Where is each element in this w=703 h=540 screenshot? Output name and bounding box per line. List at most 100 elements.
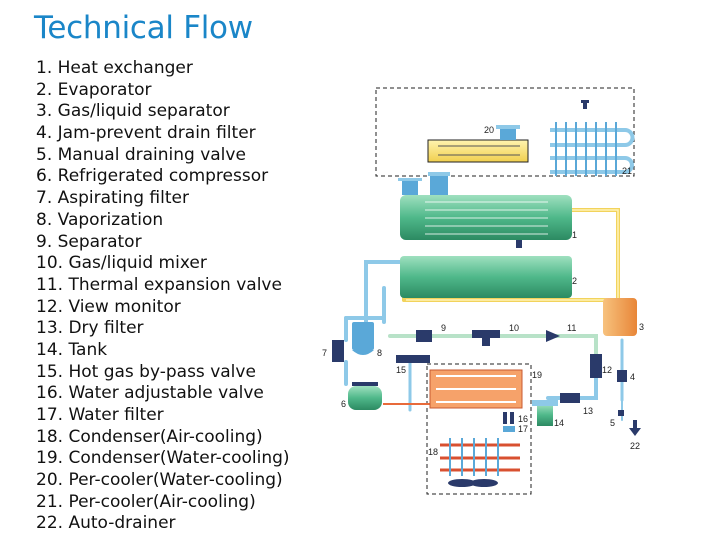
- label-15: 15: [396, 365, 406, 375]
- legend-item-label: Auto-drainer: [68, 513, 176, 534]
- label-12: 12: [602, 365, 612, 375]
- refrigerated-compressor: [348, 382, 382, 410]
- label-3: 3: [639, 322, 644, 332]
- label-4: 4: [630, 372, 635, 382]
- legend-item-label: Water filter: [68, 405, 164, 425]
- legend-item-label: Refrigerated compressor: [57, 166, 269, 187]
- label-8: 8: [377, 348, 382, 358]
- label-9: 9: [441, 323, 446, 333]
- legend-item-number: 8: [36, 209, 47, 230]
- legend-item: 13. Dry filter: [36, 318, 144, 339]
- label-10: 10: [509, 323, 519, 333]
- legend-item-number: 20: [36, 470, 58, 491]
- water-adjustable-valve: [503, 412, 514, 424]
- legend-item-number: 10: [36, 253, 58, 274]
- legend-item-label: Gas/liquid separator: [57, 101, 230, 122]
- legend-item-number: 22: [36, 513, 58, 534]
- legend-item-number: 3: [36, 101, 47, 122]
- hot-gas-bypass-valve: [396, 355, 430, 363]
- condenser-air-cooling: [448, 438, 499, 487]
- legend-item-number: 5: [36, 144, 47, 165]
- aspirating-filter: [332, 340, 344, 362]
- legend-item: 12. View monitor: [36, 296, 181, 317]
- label-6: 6: [341, 399, 346, 409]
- legend-item-label: Manual draining valve: [57, 144, 246, 165]
- legend-item-number: 12: [36, 296, 58, 317]
- page-title: Technical Flow: [34, 10, 253, 46]
- legend-item-label: Hot gas by-pass valve: [68, 361, 256, 382]
- legend-item: 5. Manual draining valve: [36, 144, 246, 165]
- legend-item: 6. Refrigerated compressor: [36, 166, 269, 187]
- label-20: 20: [484, 125, 494, 135]
- label-2: 2: [572, 276, 577, 286]
- label-16: 16: [518, 414, 528, 424]
- dry-filter: [560, 393, 580, 403]
- legend-item-number: 6: [36, 166, 47, 187]
- legend-item-label: Per-cooler(Water-cooling): [68, 470, 283, 491]
- label-7: 7: [322, 348, 327, 358]
- legend-item-label: Per-cooler(Air-cooling): [68, 491, 256, 512]
- water-filter: [503, 426, 515, 432]
- label-11: 11: [567, 323, 576, 333]
- legend-item: 17. Water filter: [36, 405, 164, 425]
- legend-item: 18. Condenser(Air-cooling): [36, 426, 263, 447]
- gas-liquid-mixer: [472, 330, 500, 346]
- condenser-enclosure: [426, 363, 532, 495]
- legend-item-label: View monitor: [68, 296, 181, 317]
- legend-item: 8. Vaporization: [36, 209, 164, 230]
- legend-item-number: 7: [36, 188, 47, 209]
- tank: [532, 400, 558, 426]
- label-13: 13: [583, 406, 593, 416]
- legend-item-number: 18: [36, 426, 58, 447]
- gas-liquid-separator: [603, 298, 637, 336]
- legend-item: 2. Evaporator: [36, 79, 152, 100]
- drain-fittings: [617, 370, 641, 436]
- legend-item: 20. Per-cooler(Water-cooling): [36, 470, 283, 491]
- heat-exchanger: [398, 172, 572, 248]
- legend-item-label: Separator: [57, 231, 142, 252]
- legend-item-number: 17: [36, 405, 58, 425]
- evaporator: [400, 256, 572, 298]
- legend-item-label: Water adjustable valve: [68, 383, 264, 404]
- legend-item: 3. Gas/liquid separator: [36, 101, 230, 122]
- legend-item-label: Jam-prevent drain filter: [57, 123, 256, 144]
- legend-item-number: 9: [36, 231, 47, 252]
- legend-item-number: 19: [36, 448, 58, 469]
- legend-item-label: Heat exchanger: [57, 58, 193, 78]
- legend-item-label: Dry filter: [68, 318, 144, 339]
- legend-item: 16. Water adjustable valve: [36, 383, 264, 404]
- view-monitor: [590, 354, 602, 378]
- legend-item-label: Vaporization: [57, 209, 164, 230]
- per-cooler-air-cooling: [550, 100, 635, 176]
- legend-item-number: 1: [36, 58, 47, 78]
- legend-item: 10. Gas/liquid mixer: [36, 253, 207, 274]
- legend-item: 15. Hot gas by-pass valve: [36, 361, 256, 382]
- legend-item-label: Thermal expansion valve: [68, 274, 282, 295]
- water-pipes: [344, 260, 624, 421]
- legend-item-number: 2: [36, 79, 47, 100]
- legend-item: 1. Heat exchanger: [36, 58, 193, 78]
- legend-item-label: Evaporator: [57, 79, 152, 100]
- legend-item-label: Tank: [68, 339, 108, 360]
- legend-item-label: Gas/liquid mixer: [68, 253, 207, 274]
- per-cooler-water-cooling: [427, 125, 529, 163]
- legend-item-number: 13: [36, 318, 58, 339]
- legend-item-number: 15: [36, 361, 58, 382]
- label-18: 18: [428, 447, 438, 457]
- legend-item-label: Aspirating filter: [57, 188, 189, 209]
- label-19: 19: [532, 370, 542, 380]
- legend-item: 4. Jam-prevent drain filter: [36, 123, 256, 144]
- legend-item: 11. Thermal expansion valve: [36, 274, 282, 295]
- legend-item-number: 11: [36, 274, 58, 295]
- legend-item: 7. Aspirating filter: [36, 188, 189, 209]
- legend-item: 21. Per-cooler(Air-cooling): [36, 491, 256, 512]
- legend-item-number: 14: [36, 339, 58, 360]
- label-14: 14: [554, 418, 564, 428]
- thermal-expansion-valve: [546, 330, 560, 342]
- label-1: 1: [572, 230, 577, 240]
- separator-fitting: [416, 330, 432, 342]
- label-5: 5: [610, 418, 615, 428]
- label-22: 22: [630, 441, 640, 451]
